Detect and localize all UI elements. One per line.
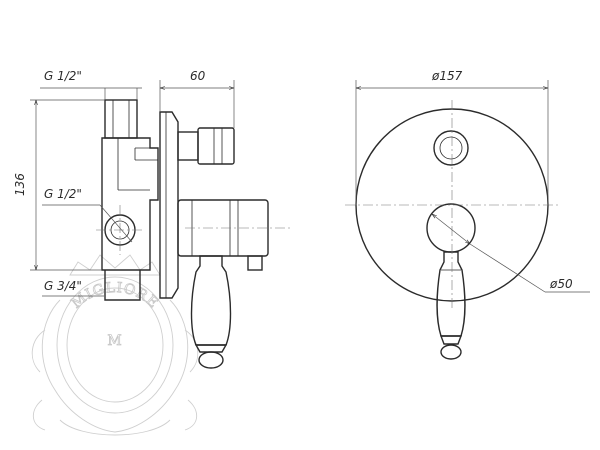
diverter-stem (177, 131, 199, 161)
lever-front (436, 251, 466, 337)
handle-hub (426, 203, 476, 253)
cartridge-cap (247, 255, 263, 271)
diverter-knob (197, 127, 235, 165)
watermark-monogram: M (107, 333, 122, 349)
lever-cartridge (177, 199, 269, 257)
top-inlet-pipe (104, 99, 138, 139)
diverter-knob-front (433, 130, 469, 166)
dim-plate-diameter: ø157 (431, 69, 463, 83)
dim-height: 136 (13, 173, 27, 196)
cover-plate-side (159, 111, 179, 299)
front-view-dimensions: ø157 ø50 (355, 69, 590, 293)
lever-tip (198, 351, 224, 369)
dim-outlet: G 3/4" (44, 279, 82, 293)
side-view-dimensions: G 1/2" 60 136 G 1/2" G 3/4" (13, 69, 235, 297)
dim-side-inlet: G 1/2" (44, 187, 82, 201)
bottom-outlet (104, 270, 141, 301)
dim-depth: 60 (190, 69, 206, 83)
valve-body (101, 137, 159, 271)
dim-handle-diameter: ø50 (549, 277, 573, 291)
front-view (345, 100, 560, 360)
dim-top-inlet: G 1/2" (44, 69, 82, 83)
lever-handle (190, 255, 232, 346)
side-view (96, 99, 290, 369)
